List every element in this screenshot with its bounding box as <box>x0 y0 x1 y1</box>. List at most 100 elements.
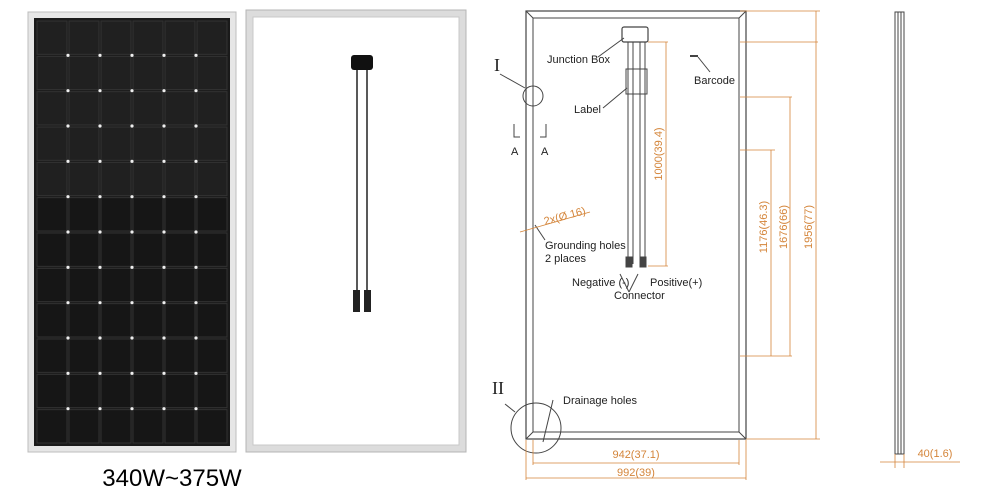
cell-corner-dot <box>130 230 134 234</box>
cell-corner-dot <box>66 159 70 163</box>
cell-corner-dot <box>130 53 134 57</box>
dim-mount-1676: 1676(66) <box>778 205 790 249</box>
junction-box-icon <box>351 55 373 70</box>
cell-corner-dot <box>162 230 166 234</box>
solar-cell <box>36 267 68 303</box>
panel-back-view <box>245 9 467 453</box>
cell-corner-dot <box>66 265 70 269</box>
dim-cable-length: 1000(39.4) <box>653 127 665 180</box>
cell-corner-dot <box>130 159 134 163</box>
solar-cell <box>196 267 228 303</box>
cell-corner-dot <box>98 159 102 163</box>
cell-corner-dot <box>98 124 102 128</box>
solar-cell <box>68 126 100 161</box>
solar-cell <box>100 338 132 373</box>
solar-cell <box>164 303 196 338</box>
solar-cell <box>164 338 196 373</box>
section-a-right: A <box>541 146 549 158</box>
solar-cell <box>132 161 164 197</box>
solar-cell <box>196 20 228 55</box>
grounding-holes-label: Grounding holes <box>545 240 626 252</box>
drainage-holes-label: Drainage holes <box>563 395 637 407</box>
negative-label: Negative (-) <box>572 277 629 289</box>
solar-cell <box>196 303 228 338</box>
cell-corner-dot <box>162 53 166 57</box>
detail-II-marker: II <box>492 378 504 398</box>
cell-corner-dot <box>162 195 166 199</box>
solar-cell <box>100 232 132 267</box>
cell-corner-dot <box>98 301 102 305</box>
hole-spec: 2x(Ø 16) <box>543 205 587 228</box>
solar-cell <box>132 373 164 409</box>
solar-cell <box>100 197 132 232</box>
cell-corner-dot <box>162 124 166 128</box>
solar-cell <box>68 91 100 126</box>
solar-cell <box>100 303 132 338</box>
solar-cell <box>196 232 228 267</box>
barcode-label: Barcode <box>694 75 735 87</box>
solar-cell <box>196 373 228 409</box>
solar-cell <box>68 20 100 55</box>
solar-cell <box>36 55 68 91</box>
cell-corner-dot <box>66 371 70 375</box>
cell-corner-dot <box>162 159 166 163</box>
dim-width: 992(39) <box>617 467 655 479</box>
solar-cell <box>164 55 196 91</box>
solar-cell <box>132 232 164 267</box>
solar-cell <box>164 91 196 126</box>
solar-cell <box>100 161 132 197</box>
cell-corner-dot <box>66 89 70 93</box>
technical-drawing <box>499 10 905 455</box>
cell-corner-dot <box>130 336 134 340</box>
cell-corner-dot <box>66 230 70 234</box>
dim-height: 1956(77) <box>803 205 815 249</box>
solar-cell <box>68 373 100 409</box>
solar-cell <box>196 161 228 197</box>
cell-corner-dot <box>194 124 198 128</box>
solar-cell <box>164 197 196 232</box>
label-label: Label <box>574 104 601 116</box>
solar-cell <box>68 232 100 267</box>
cell-corner-dot <box>98 89 102 93</box>
cell-corner-dot <box>162 336 166 340</box>
solar-cell <box>68 197 100 232</box>
solar-cell <box>36 338 68 373</box>
solar-cell <box>100 267 132 303</box>
solar-cell <box>68 161 100 197</box>
cell-corner-dot <box>66 301 70 305</box>
solar-cell <box>132 267 164 303</box>
cell-corner-dot <box>194 230 198 234</box>
solar-cell <box>100 373 132 409</box>
solar-cell <box>164 409 196 444</box>
cell-corner-dot <box>98 230 102 234</box>
cell-corner-dot <box>162 407 166 411</box>
solar-cell <box>68 55 100 91</box>
cell-corner-dot <box>194 301 198 305</box>
dim-thickness: 40(1.6) <box>918 448 953 460</box>
cell-corner-dot <box>130 195 134 199</box>
detail-I-marker: I <box>494 55 500 75</box>
solar-cell <box>132 91 164 126</box>
dimension-lines <box>519 10 960 480</box>
solar-cell <box>100 409 132 444</box>
solar-cell <box>164 20 196 55</box>
solar-cell <box>196 55 228 91</box>
cell-corner-dot <box>130 407 134 411</box>
cell-corner-dot <box>130 265 134 269</box>
cell-corner-dot <box>66 53 70 57</box>
solar-cell <box>36 161 68 197</box>
solar-cell <box>68 409 100 444</box>
solar-cell <box>132 20 164 55</box>
solar-cell <box>196 91 228 126</box>
solar-cell <box>36 409 68 444</box>
cell-corner-dot <box>98 53 102 57</box>
solar-cell <box>164 267 196 303</box>
positive-label: Positive(+) <box>650 277 702 289</box>
cell-corner-dot <box>130 371 134 375</box>
cell-corner-dot <box>130 124 134 128</box>
solar-cell <box>132 338 164 373</box>
cell-corner-dot <box>194 407 198 411</box>
solar-cell <box>68 303 100 338</box>
cell-corner-dot <box>194 89 198 93</box>
solar-cell <box>196 338 228 373</box>
